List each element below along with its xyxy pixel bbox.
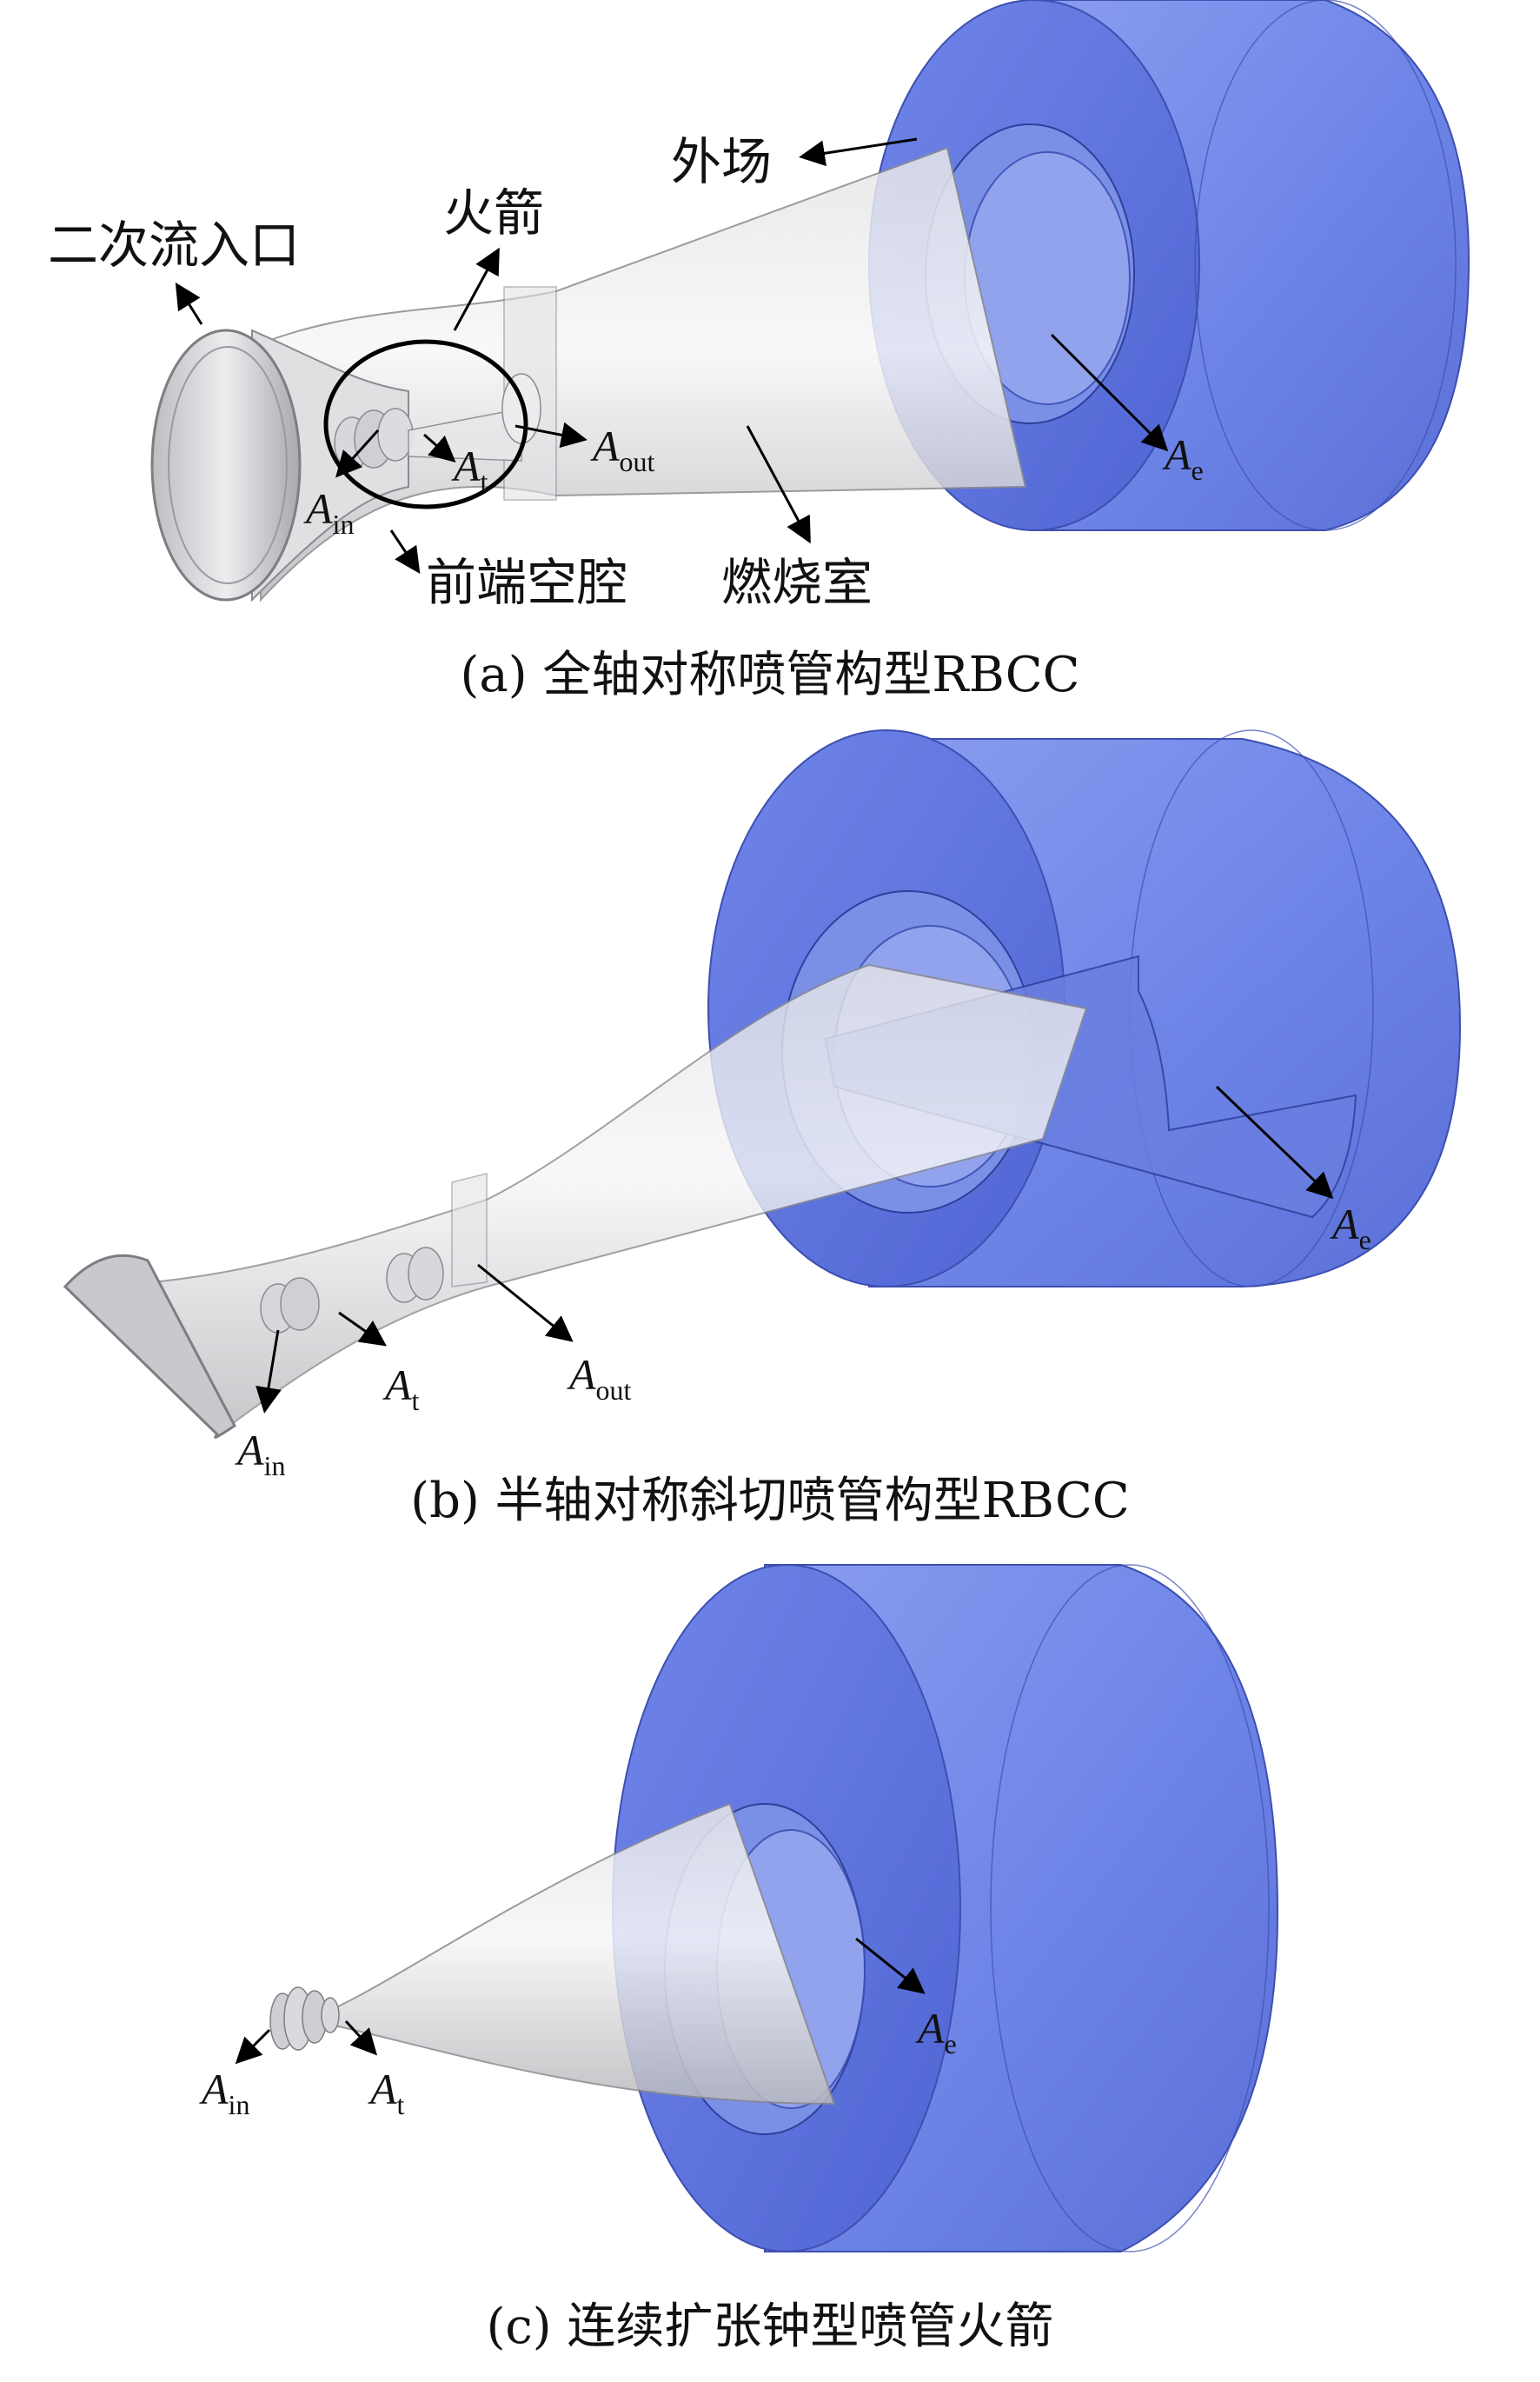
symbol-a-out-b: Aout xyxy=(567,1350,632,1406)
symbol-a-in-a: Ain xyxy=(303,484,354,540)
panel-c: Ain At Ae (c) 连续扩张钟型喷管火箭 xyxy=(199,1564,1279,2355)
symbol-a-t-c: At xyxy=(368,2065,405,2120)
arrows-a xyxy=(175,137,1169,574)
symbol-a-e-b: Ae xyxy=(1330,1200,1371,1255)
combustor-duct-a xyxy=(260,146,1027,602)
panel-b: Ain At Aout Ae (b) 半轴对称斜切喷管构型RBCC xyxy=(63,729,1462,1529)
label-front-cavity: 前端空腔 xyxy=(426,553,627,612)
bell-nozzle-c xyxy=(334,1802,836,2106)
secondary-inlet-bell-a xyxy=(150,329,409,602)
rocket-engine-c xyxy=(269,1986,340,2051)
label-secondary-inlet: 二次流入口 xyxy=(48,216,300,275)
caption-b: (b) 半轴对称斜切喷管构型RBCC xyxy=(410,1473,1129,1529)
arrows-c xyxy=(235,1937,926,2065)
symbol-a-e-c: Ae xyxy=(915,2004,957,2059)
symbol-a-t-a: At xyxy=(451,442,488,497)
symbol-a-out-a: Aout xyxy=(590,422,655,477)
rocket-highlight-ellipse-a xyxy=(323,339,528,509)
symbol-a-in-b: Ain xyxy=(235,1426,285,1481)
label-rocket: 火箭 xyxy=(443,183,544,243)
symbol-a-in-c: Ain xyxy=(199,2065,249,2120)
combustor-duct-b xyxy=(63,963,1088,1439)
label-outer-field: 外场 xyxy=(671,132,772,191)
label-combustor: 燃烧室 xyxy=(721,553,873,612)
caption-c: (c) 连续扩张钟型喷管火箭 xyxy=(487,2299,1054,2355)
caption-a: (a) 全轴对称喷管构型RBCC xyxy=(461,647,1080,703)
symbol-a-t-b: At xyxy=(382,1361,420,1416)
arrows-b xyxy=(256,1085,1334,1414)
rocket-engine-b xyxy=(260,1247,444,1334)
panel-a: 二次流入口 火箭 外场 前端空腔 燃烧室 Ain At Aout Ae (a) … xyxy=(48,0,1470,703)
symbol-a-e-a: Ae xyxy=(1162,430,1204,486)
